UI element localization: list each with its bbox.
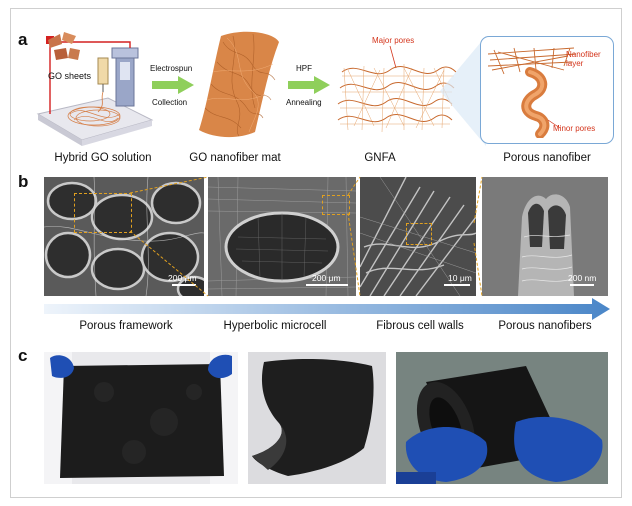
sem-image-porous-nanofibers: 200 nm (482, 177, 608, 296)
minor-pores-label: Minor pores (553, 124, 596, 133)
panel-c-letter: c (18, 346, 28, 365)
caption-porous-nanofibers: Porous nanofibers (498, 320, 592, 332)
caption-porous-framework: Porous framework (79, 320, 173, 332)
scale-bar-4 (570, 284, 594, 286)
scale-bar-2 (306, 284, 348, 286)
electrospun-label: Electrospun (150, 64, 193, 73)
nanofiber-layer-label: Nanofiber layer (566, 50, 601, 68)
scale-label-3: 10 μm (448, 273, 472, 283)
annealing-label: Annealing (286, 98, 322, 107)
caption-fibrous-cell-walls: Fibrous cell walls (376, 320, 464, 332)
hpf-label: HPF (296, 64, 312, 73)
photo-rolled-sheet (396, 352, 608, 484)
photo-large-sheet (44, 352, 238, 484)
go-sheets-icon (48, 32, 80, 60)
panel-a-letter: a (18, 30, 28, 49)
gnfa-structure-icon (337, 46, 457, 133)
arrow-electrospun-icon (152, 76, 194, 94)
go-nanofiber-mat-icon (199, 31, 279, 138)
caption-porous-nanofiber: Porous nanofiber (503, 152, 591, 164)
scale-label-4: 200 nm (568, 273, 597, 283)
zoom-box (322, 195, 350, 215)
porous-nanofiber-icon (487, 47, 577, 138)
caption-gnfa: GNFA (364, 152, 396, 164)
caption-hybrid-go-solution: Hybrid GO solution (54, 152, 152, 164)
photo-folded-sheet (248, 352, 386, 484)
go-sheets-label: GO sheets (48, 71, 92, 81)
sem-image-hyperbolic-microcell: 200 μm (208, 177, 356, 296)
scale-bar-1 (172, 284, 196, 286)
arrow-hpf-icon (288, 76, 330, 94)
sem-image-porous-framework: 200 μm (44, 177, 204, 296)
zoom-box (406, 223, 432, 245)
major-pores-label: Major pores (372, 36, 415, 45)
scale-gradient-arrow (44, 298, 610, 320)
zoom-box (74, 193, 132, 233)
zoom-connectors (129, 176, 483, 297)
scale-bar-3 (444, 284, 470, 286)
electrospinning-apparatus (36, 36, 154, 146)
callout-cone (440, 36, 486, 146)
caption-go-nanofiber-mat: GO nanofiber mat (189, 152, 281, 164)
scale-label-2: 200 μm (312, 273, 341, 283)
sem-image-fibrous-cell-walls: 10 μm (360, 177, 476, 296)
scale-label-1: 200 μm (168, 273, 197, 283)
caption-hyperbolic-microcell: Hyperbolic microcell (223, 320, 327, 332)
collection-label: Collection (152, 98, 188, 107)
panel-b-letter: b (18, 172, 29, 191)
